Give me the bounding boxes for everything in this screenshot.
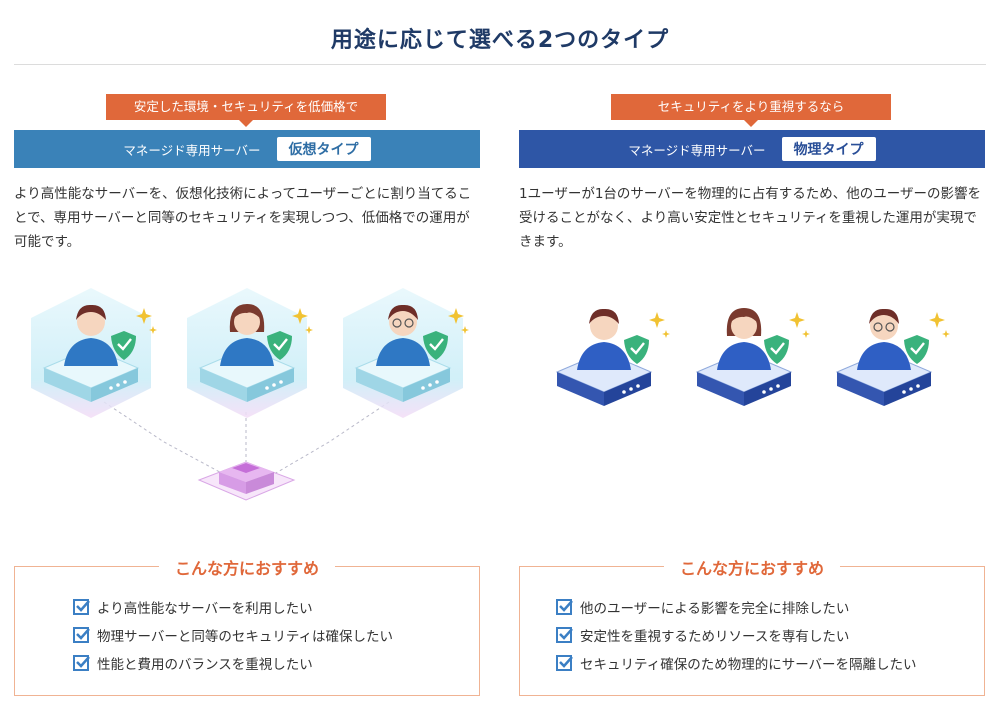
checkbox-icon [556,655,573,671]
list-item: セキュリティ確保のため物理的にサーバーを隔離したい [556,649,917,677]
checkbox-icon [73,627,90,643]
virtual-tagline: 安定した環境・セキュリティを低価格で [106,94,386,127]
virtual-recommend-title: こんな方におすすめ [158,555,336,579]
virtual-user-tile-2 [187,288,313,418]
hub-server-icon [197,461,296,501]
list-item: 性能と費用のバランスを重視したい [73,649,393,677]
list-item: 他のユーザーによる影響を完全に排除したい [556,593,917,621]
virtual-type-bar: マネージド専用サーバー 仮想タイプ [14,130,480,168]
physical-type-badge: 物理タイプ [781,137,876,161]
virtual-description: より高性能なサーバーを、仮想化技術によってユーザーごとに割り当てることで、専用サ… [14,186,472,250]
virtual-server-illustration [31,288,469,501]
recommend-text: セキュリティ確保のため物理的にサーバーを隔離したい [580,657,917,673]
virtual-service-label: マネージド専用サーバー [123,142,261,158]
virtual-user-tile-3 [343,288,469,418]
physical-type-bar: マネージド専用サーバー 物理タイプ [519,130,985,168]
physical-service-label: マネージド専用サーバー [628,142,766,158]
recommend-text: 性能と費用のバランスを重視したい [97,657,313,673]
recommend-text: 他のユーザーによる影響を完全に排除したい [580,601,850,617]
virtual-type-column: 安定した環境・セキュリティを低価格で マネージド専用サーバー 仮想タイプ より高… [14,92,480,704]
physical-tagline: セキュリティをより重視するなら [611,94,891,127]
checkbox-icon [556,599,573,615]
recommend-text: 物理サーバーと同等のセキュリティは確保したい [97,629,394,645]
checkbox-icon [73,599,90,615]
physical-recommend-title: こんな方におすすめ [663,555,841,579]
title-divider [14,64,986,65]
physical-type-column: セキュリティをより重視するなら マネージド専用サーバー 物理タイプ 1ユーザーが… [519,92,985,704]
recommend-text: より高性能なサーバーを利用したい [97,601,313,617]
physical-recommend-list: 他のユーザーによる影響を完全に排除したい 安定性を重視するためリソースを専有した… [556,593,917,677]
physical-description: 1ユーザーが1台のサーバーを物理的に占有するため、他のユーザーの影響を受けること… [519,186,982,250]
checkbox-icon [73,655,90,671]
physical-server-illustration [555,308,950,406]
physical-user-tile-3 [835,308,950,406]
network-links [103,401,390,478]
physical-recommend-box: こんな方におすすめ 他のユーザーによる影響を完全に排除したい 安定性を重視するた… [519,555,985,696]
virtual-recommend-box: こんな方におすすめ より高性能なサーバーを利用したい 物理サーバーと同等のセキュ… [14,555,480,696]
virtual-type-badge: 仮想タイプ [276,137,371,161]
physical-user-tile-1 [555,308,670,406]
recommend-text: 安定性を重視するためリソースを専有したい [580,629,850,645]
list-item: 物理サーバーと同等のセキュリティは確保したい [73,621,393,649]
physical-user-tile-2 [695,308,810,406]
list-item: より高性能なサーバーを利用したい [73,593,393,621]
checkbox-icon [556,627,573,643]
virtual-recommend-list: より高性能なサーバーを利用したい 物理サーバーと同等のセキュリティは確保したい … [73,593,393,677]
page-title: 用途に応じて選べる2つのタイプ [330,28,670,53]
list-item: 安定性を重視するためリソースを専有したい [556,621,917,649]
virtual-user-tile-1 [31,288,157,418]
